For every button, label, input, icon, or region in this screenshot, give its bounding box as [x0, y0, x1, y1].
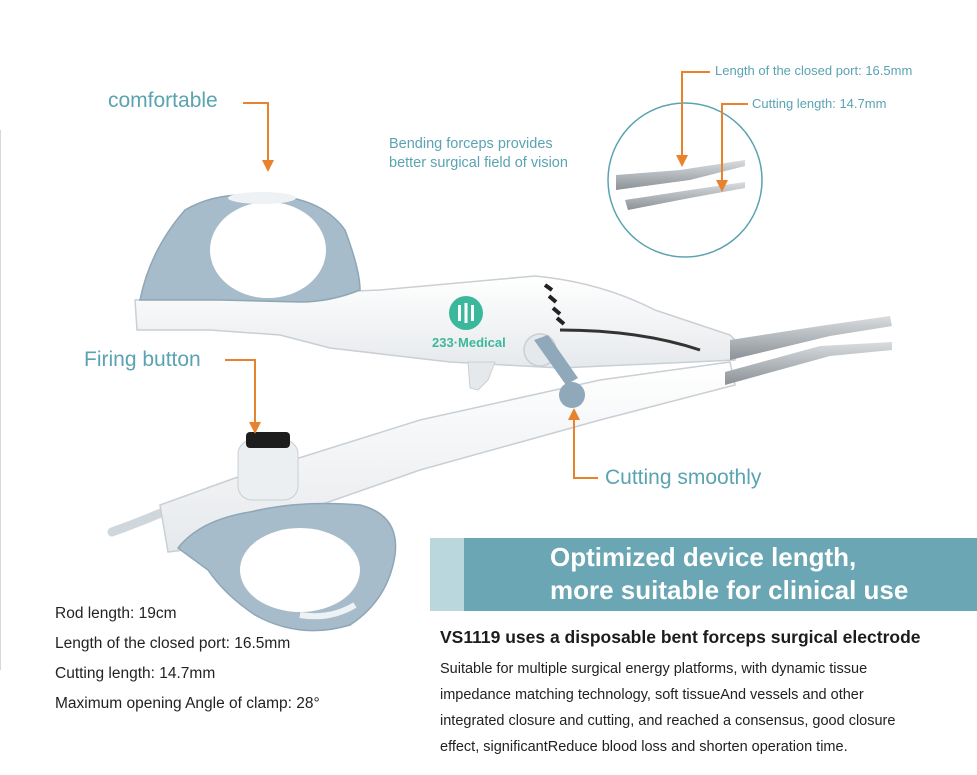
spec-closed-port: Length of the closed port: 16.5mm — [55, 635, 291, 652]
tip-lower-jaw — [625, 182, 745, 210]
cutting-lever — [534, 335, 578, 385]
product-heading: VS1119 uses a disposable bent forceps su… — [440, 627, 921, 647]
firing-button-cap — [246, 432, 290, 448]
left-edge-divider — [0, 130, 1, 670]
banner-line: more suitable for clinical use — [550, 575, 909, 605]
firing-button-body — [237, 439, 299, 501]
callout-cutting-length: Cutting length: 14.7mm — [752, 96, 887, 111]
bending-note-line: Bending forceps provides — [389, 136, 553, 152]
upper-grip-hole — [210, 202, 326, 298]
spec-cutting-length: Cutting length: 14.7mm — [55, 665, 216, 682]
lower-grip-hole — [240, 528, 360, 612]
description-line: Suitable for multiple surgical energy pl… — [440, 661, 868, 677]
bending-note-line: better surgical field of vision — [389, 155, 568, 171]
banner-accent — [430, 538, 464, 611]
callout-cutting-smoothly: Cutting smoothly — [605, 466, 762, 489]
callout-firing-button: Firing button — [84, 348, 201, 371]
trigger — [467, 361, 496, 391]
description-line: integrated closure and cutting, and reac… — [440, 713, 896, 729]
grip-top-pad — [228, 192, 296, 204]
spec-opening-angle: Maximum opening Angle of clamp: 28° — [55, 695, 320, 712]
power-cable — [107, 505, 173, 537]
callout-comfortable: comfortable — [108, 89, 218, 112]
description-line: impedance matching technology, soft tiss… — [440, 687, 864, 703]
brand-logo-text: 233·Medical — [432, 335, 506, 350]
banner-title: Optimized device length, more suitable f… — [550, 541, 908, 607]
tip-upper-jaw — [616, 160, 745, 190]
product-description: Suitable for multiple surgical energy pl… — [440, 656, 960, 760]
upper-jaw — [730, 316, 892, 360]
cutting-knob — [559, 382, 585, 408]
bending-note: Bending forceps provides better surgical… — [389, 135, 568, 173]
description-line: effect, significantReduce blood loss and… — [440, 739, 848, 755]
spec-rod-length: Rod length: 19cm — [55, 605, 177, 622]
banner — [430, 538, 977, 611]
banner-line: Optimized device length, — [550, 542, 857, 572]
callout-closed-port: Length of the closed port: 16.5mm — [715, 63, 913, 78]
brand-logo-icon — [449, 296, 483, 330]
lower-jaw — [725, 342, 892, 385]
